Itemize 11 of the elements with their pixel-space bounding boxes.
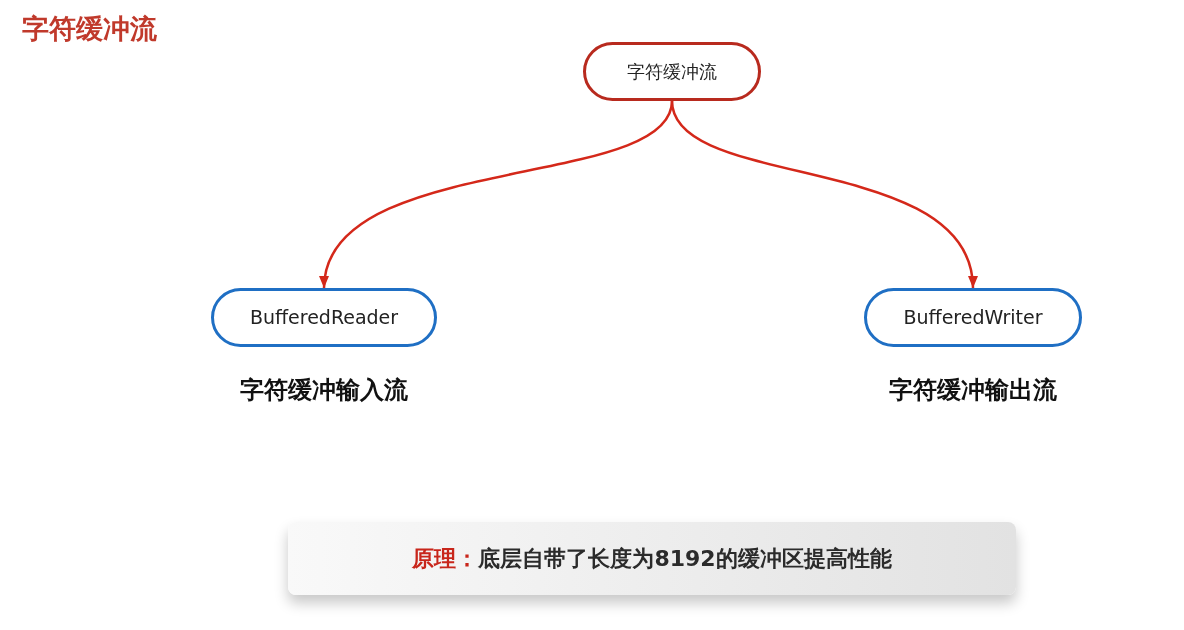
node-caption: 字符缓冲输出流 — [889, 375, 1057, 405]
note-heading: 原理： — [412, 545, 479, 573]
page-title: 字符缓冲流 — [22, 12, 157, 46]
note-banner — [288, 522, 1016, 595]
node-caption: 字符缓冲输入流 — [240, 375, 408, 405]
curved-arrow — [670, 100, 976, 289]
node-label: BufferedWriter — [903, 305, 1043, 331]
note-text: 底层自带了长度为8192的缓冲区提高性能 — [478, 545, 892, 573]
curved-arrow — [321, 100, 674, 289]
node-label: 字符缓冲流 — [627, 60, 717, 84]
node-label: BufferedReader — [249, 305, 399, 331]
